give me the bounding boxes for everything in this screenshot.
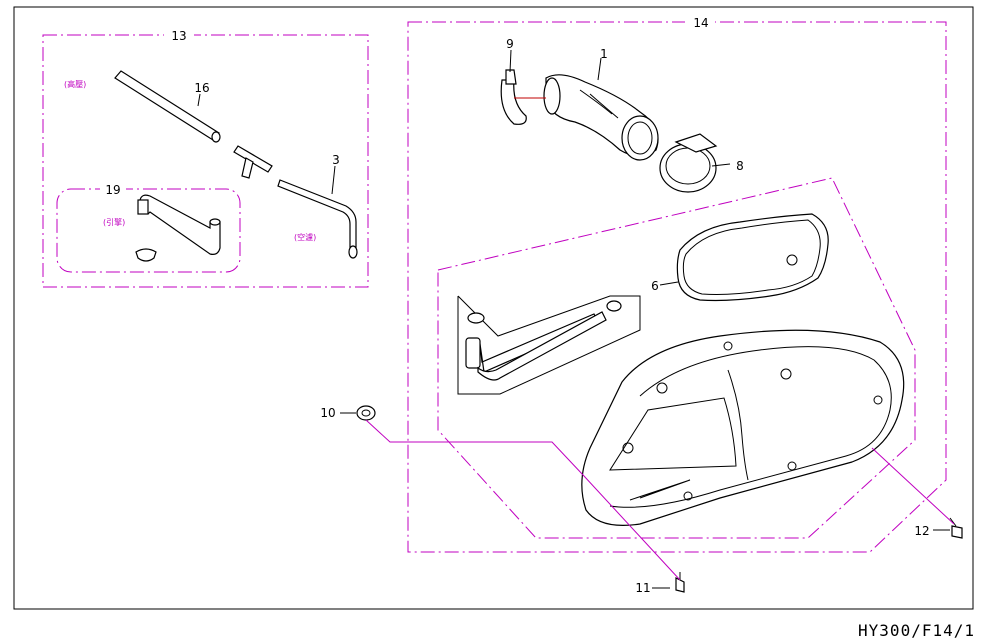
hose-16-drawing xyxy=(114,70,221,143)
tag-air-filter: (空濾) xyxy=(294,232,316,242)
clamp-9-drawing xyxy=(500,69,527,125)
callout-11: 11 xyxy=(635,581,650,595)
leader-10 xyxy=(365,419,681,581)
callout-12: 12 xyxy=(914,524,929,538)
sheet-code: HY300/F14/1 xyxy=(858,621,975,640)
hose-19-drawing xyxy=(135,194,221,262)
t-connector-drawing xyxy=(233,145,273,179)
gasket-6-drawing xyxy=(676,213,829,302)
group-13-label: 13 xyxy=(171,29,186,43)
diagram-frame xyxy=(13,6,974,610)
intake-duct-1-drawing xyxy=(543,74,659,161)
leader-12 xyxy=(871,447,955,525)
breather-hose-inset xyxy=(457,295,641,395)
hose-3-drawing xyxy=(277,179,358,259)
callout-16: 16 xyxy=(194,81,209,95)
callout-6: 6 xyxy=(651,279,659,293)
bolt-11-drawing xyxy=(675,572,685,593)
cover-subgroup-outline xyxy=(437,177,916,539)
grommet-10-drawing xyxy=(356,405,376,421)
group-14-label: 14 xyxy=(693,16,708,30)
callout-8: 8 xyxy=(736,159,744,173)
cvt-cover-drawing xyxy=(581,329,905,526)
callout-3: 3 xyxy=(332,153,340,167)
bolt-12-drawing xyxy=(949,517,963,539)
clamp-8-drawing xyxy=(659,133,718,193)
callout-1: 1 xyxy=(600,47,608,61)
callout-10: 10 xyxy=(320,406,335,420)
group-14-outline xyxy=(407,21,947,553)
group-13-outline xyxy=(42,34,369,288)
tag-high-pressure: (高壓) xyxy=(64,79,86,89)
callout-9: 9 xyxy=(506,37,514,51)
tag-engine: (引擎) xyxy=(103,217,125,227)
group-19-outline xyxy=(56,188,241,273)
group-19-label: 19 xyxy=(105,183,120,197)
